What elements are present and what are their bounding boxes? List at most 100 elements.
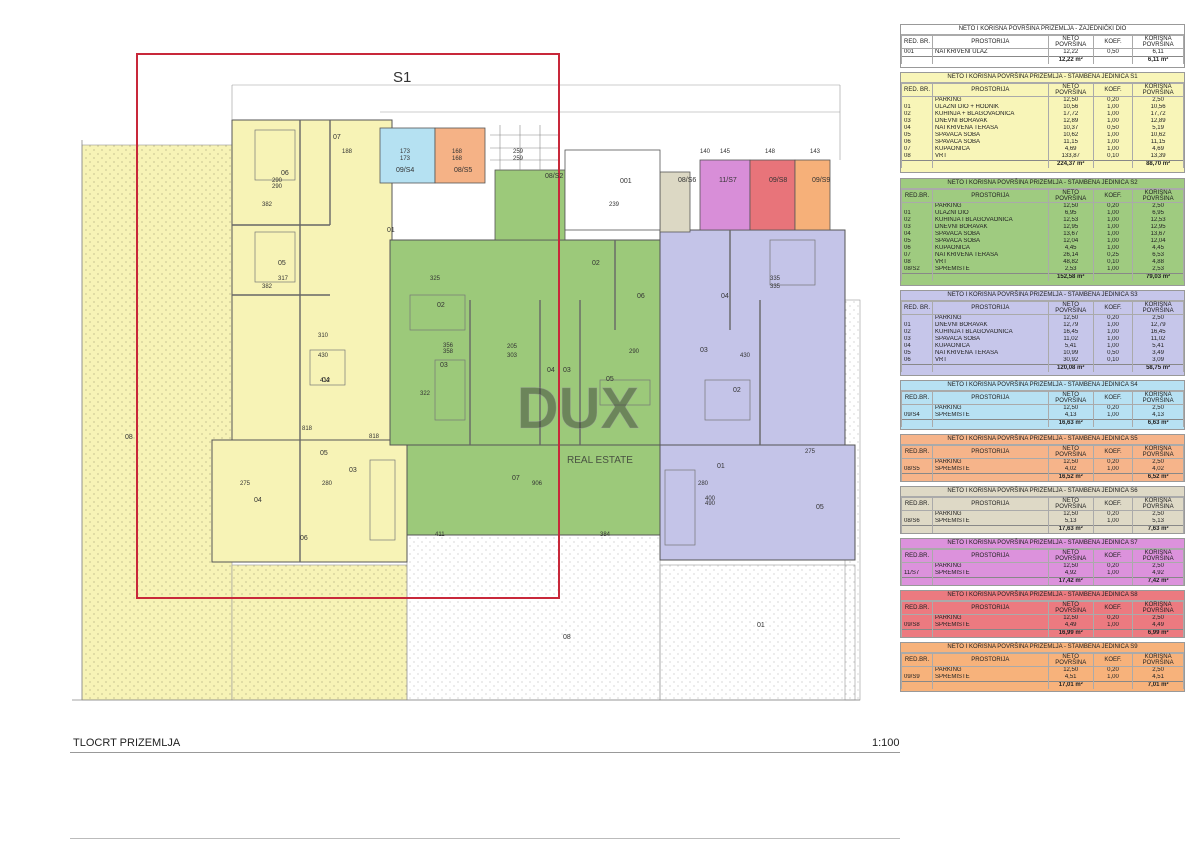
- table-cell: NATKRIVENA TERASA: [932, 350, 1049, 357]
- table-cell: 11,02: [1047, 336, 1094, 343]
- table-cell: [900, 562, 934, 570]
- room-label: 09/S4: [396, 167, 414, 174]
- table-cell: 5,13: [1132, 518, 1184, 526]
- dimension-label: 317: [278, 276, 289, 282]
- dimension-label: 290: [272, 178, 283, 184]
- table-total-cell: [932, 273, 1049, 281]
- dimension-label: 168: [452, 156, 463, 162]
- table-cell: 2,53: [1047, 266, 1094, 274]
- table-cell: 13,67: [1132, 231, 1184, 238]
- table-cell: 08: [900, 259, 934, 266]
- dimension-label: 906: [532, 481, 543, 487]
- area-table: NETO I KORISNA POVRŠINA PRIZEMLJA - STAM…: [900, 642, 1185, 692]
- table-total-cell: [900, 56, 934, 64]
- garden-s1-lower: [231, 564, 408, 701]
- area-table-title: NETO I KORISNA POVRŠINA PRIZEMLJA - STAM…: [901, 591, 1184, 601]
- dimension-label: 143: [810, 149, 821, 155]
- table-cell: NATKRIVENA TERASA: [932, 125, 1049, 132]
- table-cell: 5,41: [1047, 343, 1094, 350]
- table-total-cell: [932, 629, 1049, 637]
- area-table-header: NETO POVRŠINA: [1047, 497, 1094, 511]
- table-cell: PARKING: [932, 666, 1049, 674]
- table-total-cell: [900, 273, 934, 281]
- table-cell: 1,00: [1092, 210, 1134, 217]
- table-total-cell: [900, 364, 934, 372]
- table-cell: 48,82: [1047, 259, 1094, 266]
- table-cell: [900, 202, 934, 210]
- storage-s7: [699, 159, 751, 231]
- table-cell: 0,20: [1092, 202, 1134, 210]
- table-cell: SPAVAĆA SOBA: [932, 231, 1049, 238]
- table-cell: 08: [900, 153, 934, 161]
- area-table-header: KOEF.: [1092, 391, 1134, 405]
- table-total-cell: [1092, 629, 1134, 637]
- area-table-header: NETO POVRŠINA: [1047, 301, 1094, 315]
- table-cell: 4,92: [1132, 570, 1184, 578]
- table-cell: 05: [900, 350, 934, 357]
- area-table-header: KORISNA POVRŠINA: [1132, 35, 1184, 49]
- table-cell: [900, 510, 934, 518]
- dimension-label: 430: [740, 353, 751, 359]
- table-cell: 4,51: [1047, 674, 1094, 682]
- table-cell: 12,50: [1047, 614, 1094, 622]
- table-total-cell: 224,37 m²: [1047, 160, 1094, 168]
- area-table-header: KORISNA POVRŠINA: [1132, 301, 1184, 315]
- table-cell: 2,50: [1132, 202, 1184, 210]
- dimension-label: 280: [698, 481, 709, 487]
- dimension-label: 358: [443, 349, 454, 355]
- table-total-cell: 58,75 m²: [1132, 364, 1184, 372]
- table-cell: PARKING: [932, 404, 1049, 412]
- table-cell: 6,95: [1047, 210, 1094, 217]
- area-table-header: PROSTORIJA: [932, 653, 1049, 667]
- table-total-cell: [900, 629, 934, 637]
- table-cell: 12,53: [1132, 217, 1184, 224]
- table-total-cell: [900, 577, 934, 585]
- dimension-label: 400: [705, 496, 716, 502]
- table-cell: 12,50: [1047, 96, 1094, 104]
- table-cell: 1,00: [1092, 412, 1134, 420]
- room-label: 02: [733, 387, 741, 394]
- table-cell: 1,00: [1092, 224, 1134, 231]
- table-cell: 04: [900, 343, 934, 350]
- table-cell: 11,02: [1132, 336, 1184, 343]
- table-total-cell: 88,70 m²: [1132, 160, 1184, 168]
- dimension-label: 322: [420, 391, 431, 397]
- dimension-label: 275: [240, 481, 251, 487]
- area-table-title: NETO I KORISNA POVRŠINA PRIZEMLJA - STAM…: [901, 487, 1184, 497]
- table-cell: 4,49: [1047, 622, 1094, 630]
- table-cell: 11/S7: [900, 570, 934, 578]
- table-cell: 08/S6: [900, 518, 934, 526]
- table-cell: 0,20: [1092, 404, 1134, 412]
- dimension-label: 280: [322, 481, 333, 487]
- table-cell: 11,15: [1132, 139, 1184, 146]
- table-cell: 2,50: [1132, 666, 1184, 674]
- table-cell: 1,00: [1092, 570, 1134, 578]
- table-cell: 4,13: [1132, 412, 1184, 420]
- table-cell: 0,20: [1092, 314, 1134, 322]
- area-table-title: NETO I KORISNA POVRŠINA PRIZEMLJA - STAM…: [901, 381, 1184, 391]
- table-cell: 12,50: [1047, 510, 1094, 518]
- table-cell: 03: [900, 224, 934, 231]
- table-cell: SPAVAĆA SOBA: [932, 336, 1049, 343]
- area-table-header: KORISNA POVRŠINA: [1132, 83, 1184, 97]
- table-cell: 17,72: [1132, 111, 1184, 118]
- dimension-label: 145: [720, 149, 731, 155]
- table-cell: 0,50: [1092, 48, 1134, 57]
- table-cell: 16,45: [1047, 329, 1094, 336]
- table-cell: 4,02: [1132, 466, 1184, 474]
- area-table-header: KORISNA POVRŠINA: [1132, 445, 1184, 459]
- table-cell: 10,56: [1047, 104, 1094, 111]
- room-label: 03: [563, 367, 571, 374]
- table-cell: 07: [900, 146, 934, 153]
- table-cell: 12,79: [1047, 322, 1094, 329]
